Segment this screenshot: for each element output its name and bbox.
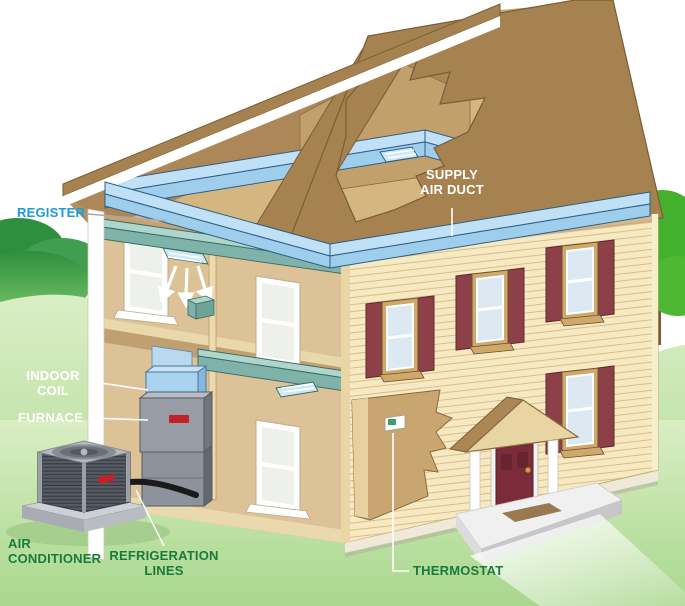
first-floor-register-vent bbox=[275, 381, 319, 398]
gable-rake-trim bbox=[62, 3, 501, 207]
corner-board-right bbox=[652, 214, 658, 471]
register-label: REGISTER bbox=[17, 205, 86, 220]
register-leader bbox=[87, 213, 167, 222]
supply-air-duct-label: SUPPLY AIR DUCT bbox=[420, 167, 484, 197]
register-vent bbox=[162, 247, 209, 265]
furnace bbox=[138, 391, 214, 507]
ac-unit bbox=[37, 440, 131, 513]
indoor-coil-label: INDOOR COIL bbox=[26, 368, 80, 398]
duct-stub bbox=[186, 295, 216, 320]
supply-duct-loop-front bbox=[104, 181, 651, 269]
indoor-coil-leader bbox=[93, 381, 149, 391]
interior-window-upper-left bbox=[113, 227, 179, 326]
airflow-arrows bbox=[157, 265, 213, 309]
furnace-label: FURNACE bbox=[18, 410, 83, 425]
air-conditioner-label: AIR CONDITIONER bbox=[8, 536, 102, 566]
door-knob bbox=[525, 467, 531, 473]
refrigeration-lines-label: REFRIGERATION LINES bbox=[109, 548, 219, 578]
cutaway-interior bbox=[94, 213, 346, 543]
air-conditioner bbox=[21, 440, 147, 532]
furnace-logo bbox=[169, 415, 189, 423]
front-window-3 bbox=[545, 239, 615, 327]
furnace-leader bbox=[87, 417, 149, 421]
corner-board-left bbox=[341, 248, 350, 543]
porch-gable bbox=[464, 399, 580, 453]
front-window-2 bbox=[455, 267, 525, 355]
leader-lines bbox=[87, 208, 453, 572]
interior-window-lower bbox=[245, 419, 311, 520]
attic-register-vent-2 bbox=[379, 146, 419, 163]
thermostat bbox=[384, 414, 406, 432]
walkway bbox=[470, 514, 685, 606]
door-mat bbox=[502, 503, 562, 522]
thermostat-leader bbox=[392, 433, 409, 572]
ac-logo bbox=[98, 474, 114, 484]
front-window-1 bbox=[365, 295, 435, 383]
thermostat-label: THERMOSTAT bbox=[413, 563, 504, 578]
refrigeration-leader bbox=[135, 489, 165, 547]
thermostat-cutaway bbox=[351, 389, 453, 521]
